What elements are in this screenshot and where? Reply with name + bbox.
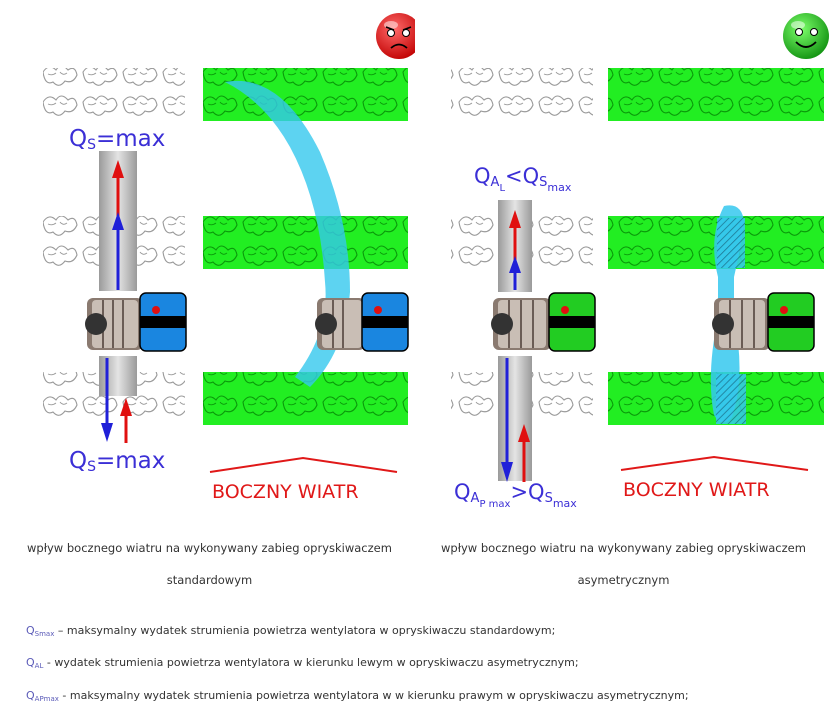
wind-indicator <box>209 456 398 473</box>
flow-label-bottom: QAP max>QSmax <box>454 480 577 510</box>
arrow-down-icon <box>101 423 113 442</box>
arrow-up-icon <box>112 212 124 230</box>
foliage-row-green <box>203 68 408 121</box>
foliage-row-green <box>608 68 824 121</box>
legend-symbol: Q <box>26 656 35 669</box>
air-stream-down <box>498 356 532 481</box>
tractor-sprayer <box>712 292 815 352</box>
foliage-row-white <box>43 68 185 121</box>
caption-line: asymetrycznym <box>577 573 670 587</box>
arrow-up-icon <box>120 398 132 416</box>
standard-sprayer-diagram: QS=max QS=max BOCZNY WIATR <box>0 0 422 520</box>
caption-standard: wpływ bocznego wiatru na wykonywany zabi… <box>2 532 417 596</box>
caption-line: wpływ bocznego wiatru na wykonywany zabi… <box>27 541 392 555</box>
tractor-sprayer <box>315 292 409 352</box>
legend-symbol: Q <box>26 624 35 637</box>
wind-indicator <box>620 455 809 471</box>
legend-item: QSmax – maksymalny wydatek strumienia po… <box>26 624 555 638</box>
legend-symbol-sub: APmax <box>34 695 59 703</box>
legend-text: - maksymalny wydatek strumienia powietrz… <box>58 689 689 702</box>
legend-symbol-sub: Smax <box>34 630 55 638</box>
tractor-sprayer <box>491 292 596 352</box>
caption-line: standardowym <box>166 573 253 587</box>
legend-text: – maksymalny wydatek strumienia powietrz… <box>54 624 556 637</box>
arrow-up-icon <box>112 160 124 178</box>
legend-item: QAL - wydatek strumienia powietrza wenty… <box>26 656 579 670</box>
flow-label-top: QS=max <box>69 126 165 153</box>
asymmetric-sprayer-svg: QAL<QSmax QAP max>QSmax BOCZNY WIATR <box>451 13 829 510</box>
asymmetric-sprayer-diagram: QAL<QSmax QAP max>QSmax BOCZNY WIATR <box>416 0 831 520</box>
legend-item: QAPmax - maksymalny wydatek strumienia p… <box>26 689 689 703</box>
wind-label: BOCZNY WIATR <box>212 481 359 503</box>
caption-asymmetric: wpływ bocznego wiatru na wykonywany zabi… <box>416 532 831 596</box>
arrow-up-icon <box>518 424 530 442</box>
arrow-down-icon <box>501 462 513 482</box>
arrow-up-icon <box>509 210 521 228</box>
flow-label-top: QAL<QSmax <box>474 164 572 194</box>
standard-sprayer-svg: QS=max QS=max BOCZNY WIATR <box>43 13 422 503</box>
arrow-up-icon <box>509 256 521 273</box>
legend-symbol-sub: AL <box>34 662 44 670</box>
tractor-sprayer <box>85 292 187 352</box>
flow-label-bottom: QS=max <box>69 448 165 475</box>
legend-symbol: Q <box>26 689 35 702</box>
happy-face-icon <box>783 13 829 59</box>
foliage-row-green <box>203 216 408 269</box>
wind-label: BOCZNY WIATR <box>623 479 770 501</box>
sad-face-icon <box>376 13 422 59</box>
spray-cloud <box>225 80 350 387</box>
legend-text: - wydatek strumienia powietrza wentylato… <box>43 656 579 669</box>
caption-line: wpływ bocznego wiatru na wykonywany zabi… <box>441 541 806 555</box>
air-stream-down <box>99 356 137 396</box>
foliage-row-white <box>451 68 593 121</box>
